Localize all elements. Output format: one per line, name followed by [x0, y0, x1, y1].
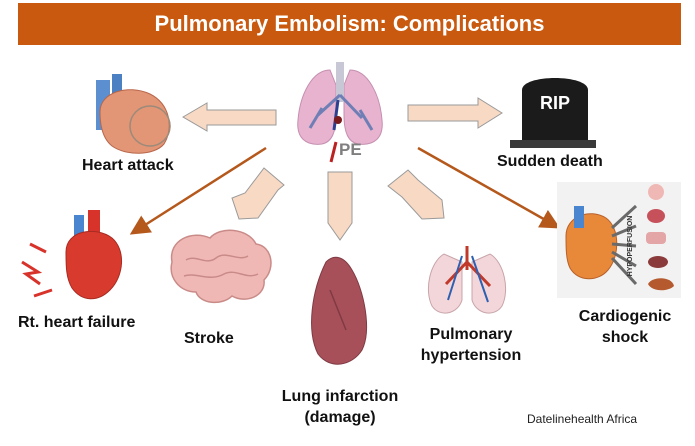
- arrow-to-stroke: [231, 167, 285, 220]
- line-arrow-to-cardiogenic-shock: [417, 146, 561, 229]
- arrow-to-pulmonary-hypertension: [387, 169, 445, 220]
- line-arrow-to-rt-heart-failure: [129, 146, 267, 235]
- heart-attack-icon: [96, 74, 171, 154]
- label-pulmonary-hypertension: Pulmonary hypertension: [406, 324, 536, 366]
- label-cardiogenic-shock: Cardiogenic shock: [567, 306, 683, 348]
- pe-tag: PE: [339, 140, 362, 159]
- headstone-icon: RIP: [510, 78, 596, 148]
- credit-text: Datelinehealth Africa: [527, 412, 638, 426]
- label-cardiogenic-shock-line1: Cardiogenic: [578, 308, 672, 325]
- label-lung-infarction-line2: (damage): [304, 409, 376, 426]
- label-rt-heart-failure: Rt. heart failure: [18, 314, 136, 331]
- label-sudden-death: Sudden death: [497, 153, 603, 170]
- label-heart-attack: Heart attack: [82, 157, 174, 174]
- brain-icon: [170, 229, 272, 304]
- label-pulmonary-hypertension-line1: Pulmonary: [429, 326, 513, 343]
- lungs-with-embolus-icon: [297, 62, 383, 163]
- page-title: Pulmonary Embolism: Complications: [154, 11, 545, 36]
- hypoperfusion-text: HYPOPERFUSION: [627, 216, 634, 277]
- pulmonary-hypertension-icon: [428, 246, 506, 314]
- arrow-to-lung-infarction: [327, 171, 353, 241]
- arrow-to-heart-attack: [182, 102, 277, 132]
- title-banner: Pulmonary Embolism: Complications: [18, 3, 681, 45]
- cardiogenic-shock-icon: HYPOPERFUSION: [557, 182, 681, 298]
- arrow-to-sudden-death: [407, 97, 503, 129]
- infarcted-lung-icon: [311, 256, 368, 365]
- label-cardiogenic-shock-line2: shock: [601, 329, 649, 346]
- label-pulmonary-hypertension-line2: hypertension: [420, 347, 522, 364]
- label-lung-infarction-line1: Lung infarction: [281, 388, 399, 405]
- label-lung-infarction: Lung infarction (damage): [270, 386, 410, 428]
- right-heart-failure-icon: [21, 210, 123, 300]
- label-stroke: Stroke: [184, 330, 234, 347]
- headstone-text: RIP: [540, 93, 570, 113]
